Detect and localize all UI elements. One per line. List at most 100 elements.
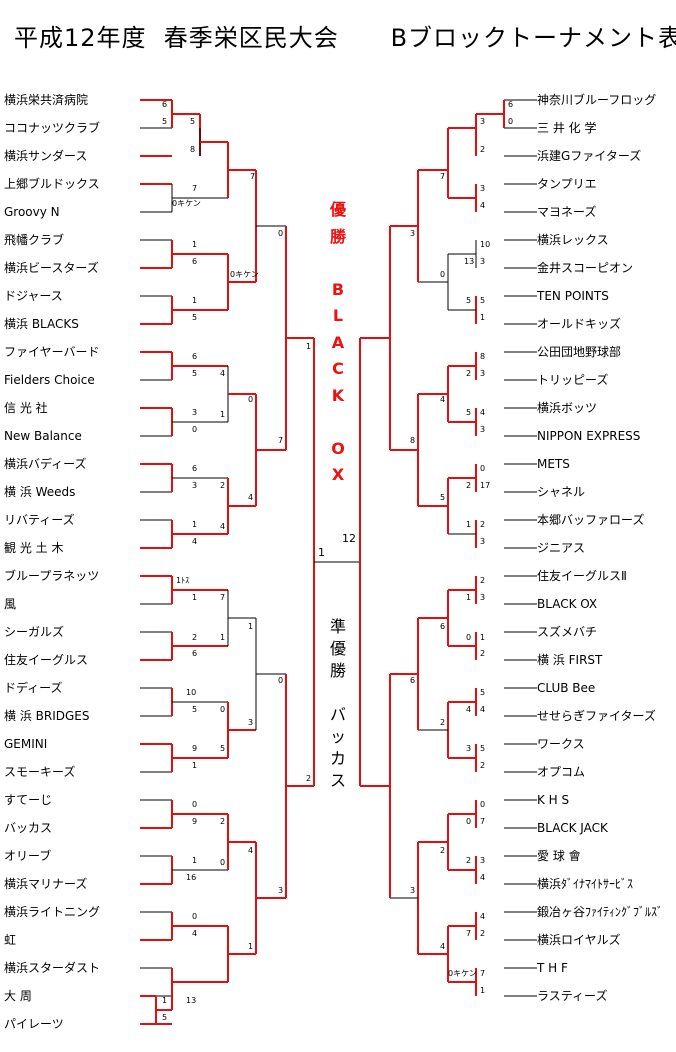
right-team-3: 浜建Gファイターズ — [537, 149, 642, 163]
left-score-32: 7 — [220, 593, 226, 602]
left-score-10: 6 — [192, 257, 198, 266]
left-score-56: 1 — [162, 996, 168, 1005]
left-score-6: 0キケン — [172, 199, 201, 208]
right-score-23: 8 — [410, 436, 416, 445]
right-team-13: NIPPON EXPRESS — [537, 429, 641, 443]
winner-char-11: X — [331, 465, 345, 484]
left-score-14: 1 — [306, 342, 312, 351]
left-score-8: 0 — [278, 229, 284, 238]
left-team-9: 横浜 BLACKS — [4, 317, 79, 331]
winner-char-8: K — [331, 385, 345, 405]
right-team-17: ジニアス — [537, 541, 586, 555]
right-score-46: 0 — [480, 800, 486, 809]
left-team-14: 横浜バディーズ — [4, 457, 87, 471]
left-team-4: 上郷ブルドックス — [4, 177, 100, 191]
right-score-31: 2 — [480, 576, 486, 585]
winner-char-2: 勝 — [329, 226, 346, 246]
left-score-30: 1ﾄｽ — [176, 576, 190, 585]
right-team-9: オールドキッズ — [537, 317, 622, 331]
right-score-30: 3 — [480, 537, 486, 546]
runner-char-3: 勝 — [329, 661, 346, 680]
left-score-19: 0 — [192, 425, 198, 434]
right-team-2: 三 井 化 学 — [537, 121, 597, 135]
left-score-52: 4 — [248, 846, 254, 855]
right-score-18: 3 — [480, 369, 486, 378]
right-score-8: 3 — [410, 229, 416, 238]
right-score-41: 4 — [480, 705, 486, 714]
right-team-22: CLUB Bee — [537, 681, 596, 695]
left-score-5: 7 — [192, 184, 198, 193]
right-score-53: 3 — [410, 886, 416, 895]
runner-char-7: カ — [329, 749, 346, 768]
left-team-2: ココナッツクラブ — [4, 121, 101, 135]
right-score-26: 17 — [480, 481, 491, 490]
left-score-48: 2 — [220, 817, 226, 826]
left-team-1: 横浜栄共済病院 — [4, 93, 89, 107]
left-team-20: シーガルズ — [4, 625, 65, 639]
right-team-11: トリッピーズ — [537, 373, 609, 387]
right-score-49: 2 — [440, 846, 446, 855]
right-team-12: 横浜ボッツ — [537, 401, 598, 415]
left-team-31: 虹 — [4, 933, 17, 947]
left-score-53: 3 — [278, 886, 284, 895]
left-score-12: 5 — [192, 313, 198, 322]
left-team-22: ドディーズ — [4, 681, 63, 695]
right-score-10: 13 — [464, 257, 475, 266]
right-score-7: 4 — [480, 201, 486, 210]
right-team-20: スズメバチ — [537, 625, 598, 639]
right-score-15: 1 — [480, 313, 486, 322]
winner-char-6: A — [331, 332, 345, 352]
winner-char-10: O — [331, 438, 345, 458]
right-score-35: 0 — [466, 633, 472, 642]
right-score-1: 6 — [508, 100, 514, 109]
left-score-39: 5 — [192, 705, 198, 714]
left-score-55: 4 — [192, 929, 198, 938]
runner-char-6: ッ — [329, 727, 346, 746]
left-score-15: 6 — [192, 352, 198, 361]
left-team-19: 風 — [4, 597, 17, 611]
right-score-43: 3 — [466, 744, 472, 753]
left-score-29: 4 — [248, 493, 254, 502]
left-score-51: 0 — [220, 858, 226, 867]
left-score-41: 9 — [192, 744, 198, 753]
right-score-25: 2 — [466, 481, 472, 490]
right-team-8: TEN POINTS — [537, 289, 609, 303]
left-score-26: 1 — [192, 520, 198, 529]
left-score-4: 8 — [190, 145, 196, 154]
left-score-57: 5 — [162, 1013, 168, 1022]
right-score-39: 5 — [480, 688, 486, 697]
right-team-33: ラスティーズ — [537, 989, 608, 1003]
right-score-9: 10 — [480, 240, 491, 249]
right-score-33: 3 — [480, 593, 486, 602]
right-team-28: 愛 球 會 — [537, 849, 581, 863]
left-score-13: 0キケン — [230, 270, 259, 279]
right-score-2: 0 — [508, 117, 514, 126]
left-score-33: 2 — [192, 633, 198, 642]
left-score-27: 4 — [192, 537, 198, 546]
left-team-17: 観 光 土 木 — [4, 541, 64, 555]
left-team-7: 横浜ビースターズ — [4, 261, 99, 275]
winner-char-4: B — [331, 279, 345, 299]
left-score-42: 1 — [192, 761, 198, 770]
right-team-29: 横浜ﾀﾞｲﾅﾏｲﾄｻｰﾋﾞｽ — [537, 877, 634, 891]
left-score-40: 0 — [220, 705, 226, 714]
left-score-28: 4 — [220, 522, 226, 531]
winner-char-5: L — [332, 306, 344, 325]
right-score-47: 0 — [466, 817, 472, 826]
runner-char-5: バ — [329, 705, 346, 724]
left-team-3: 横浜サンダース — [4, 149, 88, 163]
right-score-17: 2 — [466, 369, 472, 378]
left-team-6: 飛幡クラブ — [4, 233, 65, 247]
right-team-14: METS — [537, 457, 570, 471]
left-score-3: 5 — [190, 117, 196, 126]
right-team-19: BLACK OX — [537, 597, 598, 611]
left-team-27: バッカス — [4, 821, 53, 835]
right-team-32: T H F — [537, 961, 568, 975]
left-team-30: 横浜ライトニング — [4, 905, 101, 919]
left-score-58: 13 — [186, 996, 197, 1005]
right-score-16: 8 — [480, 352, 486, 361]
left-team-18: ブループラネッツ — [4, 569, 100, 583]
left-team-26: すてーじ — [4, 793, 53, 807]
left-team-10: ファイヤーバード — [4, 345, 100, 359]
right-score-36: 1 — [480, 633, 486, 642]
